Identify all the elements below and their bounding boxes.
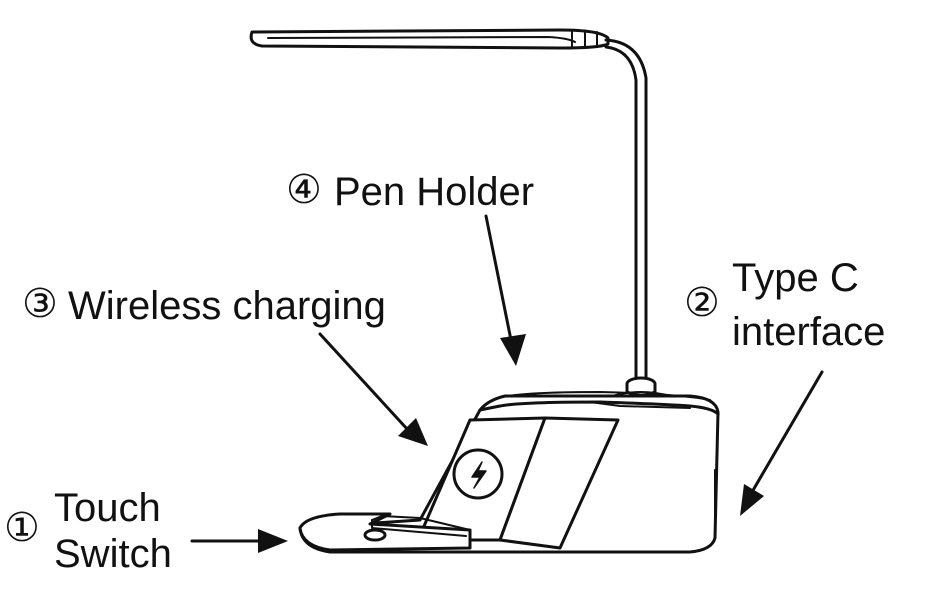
touch-switch-line1: Touch bbox=[54, 486, 161, 530]
touch-switch-label: Touch Switch bbox=[54, 488, 172, 574]
lamp-head bbox=[249, 28, 610, 50]
touch-switch-line2: Switch bbox=[54, 532, 172, 576]
lamp-base bbox=[298, 376, 720, 554]
callout-number-2: ② bbox=[684, 280, 720, 326]
lamp-arm bbox=[604, 38, 648, 380]
wireless-charging-label: Wireless charging bbox=[68, 284, 386, 328]
pen-holder-label: Pen Holder bbox=[334, 170, 535, 214]
callout-number-3: ③ bbox=[22, 281, 58, 327]
callout-number-4: ④ bbox=[286, 167, 322, 213]
type-c-label: Type C interface bbox=[732, 258, 885, 352]
type-c-line1: Type C bbox=[732, 256, 859, 300]
arrow-pen-holder bbox=[484, 214, 526, 366]
arrow-wireless bbox=[318, 332, 428, 446]
arrow-type-c bbox=[740, 370, 824, 516]
lightning-bolt-icon bbox=[452, 448, 504, 500]
callout-number-1: ① bbox=[4, 505, 40, 551]
touch-switch-button[interactable] bbox=[363, 528, 387, 542]
arrow-touch-switch bbox=[190, 529, 288, 553]
type-c-line2: interface bbox=[732, 310, 886, 354]
